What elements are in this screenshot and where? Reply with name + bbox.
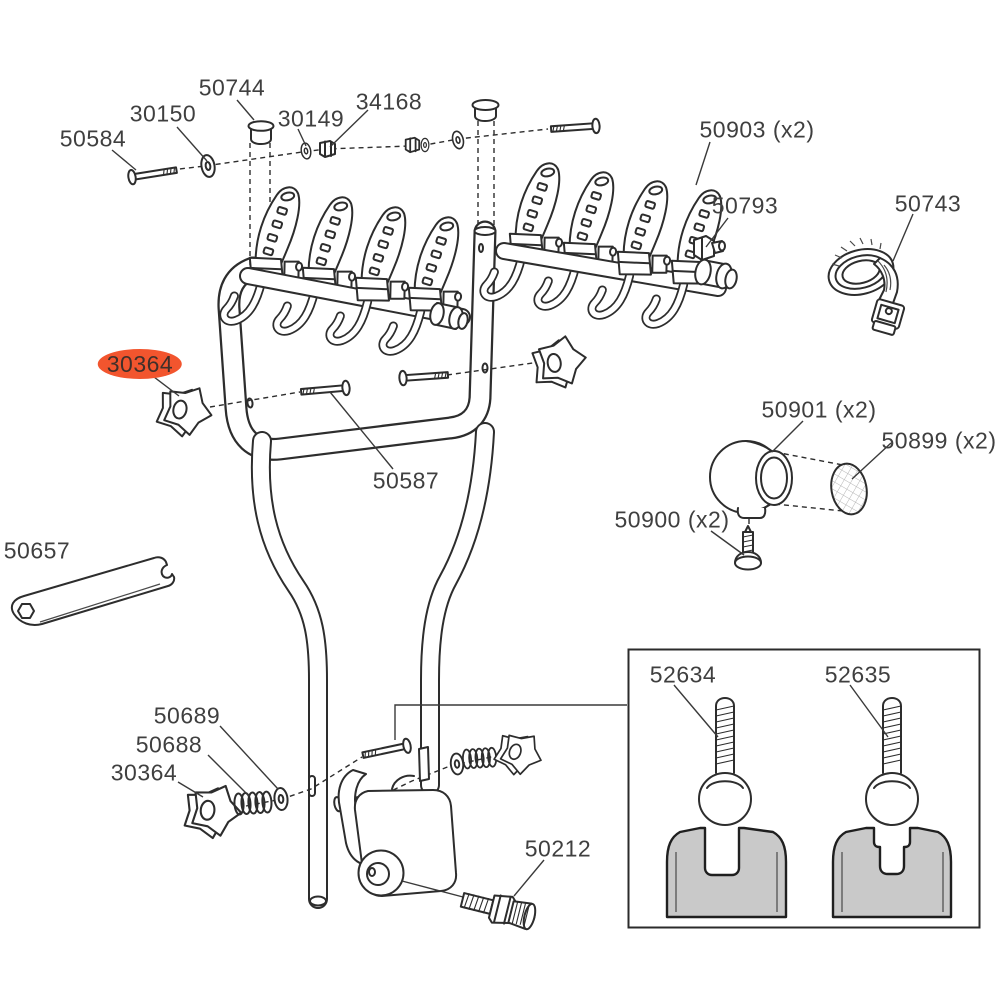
boss-to-stud-line	[401, 880, 464, 898]
part-50900-screw	[734, 525, 762, 571]
part-label-34168: 34168	[355, 88, 423, 115]
part-50689-washer	[272, 786, 290, 812]
part-50899-reflector	[830, 462, 868, 516]
lower-bolt-upper	[360, 737, 413, 764]
part-label-50743: 50743	[894, 190, 962, 217]
post-cap	[471, 99, 500, 122]
inset-label-52635: 52635	[824, 661, 892, 688]
lower-right-knob	[490, 725, 549, 783]
part-label-50587: 50587	[372, 467, 440, 494]
left-rail-end-roller	[429, 302, 469, 330]
part-label-50212: 50212	[524, 835, 592, 862]
part-30364-knob-upper	[153, 380, 218, 443]
inset-box	[394, 648, 981, 929]
inset-label-52634: 52634	[649, 661, 717, 688]
left-leg-end-cap	[309, 895, 327, 907]
part-50743-strap	[827, 237, 906, 336]
part-label-50584: 50584	[59, 125, 127, 152]
part-50793-latch	[693, 235, 726, 261]
part-30150-washer	[198, 153, 218, 179]
part-label-50901: 50901 (x2)	[761, 396, 877, 423]
part-label-30364-lower: 30364	[110, 759, 178, 786]
part-50744-cap	[247, 120, 275, 145]
part-label-50744: 50744	[198, 74, 266, 101]
part-label-50899: 50899 (x2)	[881, 427, 997, 454]
left-leg-slot	[308, 775, 316, 797]
post-top-opening	[473, 226, 497, 236]
part-label-50688: 50688	[135, 731, 203, 758]
right-rail-end-roller	[694, 258, 738, 290]
lower-right-spring	[461, 746, 498, 770]
rail-bolt	[549, 117, 602, 138]
washer	[450, 129, 466, 151]
washer	[420, 137, 430, 153]
part-label-30364-highlighted: 30364	[97, 349, 183, 379]
part-label-50657: 50657	[3, 537, 71, 564]
leader-lines	[111, 99, 914, 897]
inset-connector-line	[394, 704, 627, 740]
part-label-50903: 50903 (x2)	[699, 116, 815, 143]
strap-buckle	[870, 298, 906, 336]
nut	[404, 136, 421, 154]
part-50212-stud	[459, 892, 537, 931]
part-50584-bolt	[126, 162, 179, 186]
inset-52634-detail	[665, 697, 788, 919]
inset-52635-detail	[831, 697, 953, 919]
part-label-30149: 30149	[277, 105, 345, 132]
part-label-30150: 30150	[129, 100, 197, 127]
left-cradle-rail	[223, 181, 472, 360]
part-50657-wrench	[10, 556, 176, 626]
right-cradle-rail	[483, 157, 738, 333]
part-50901-bushing	[709, 440, 793, 519]
part-label-50689: 50689	[153, 702, 221, 729]
part-label-50900: 50900 (x2)	[614, 506, 730, 533]
part-label-50793: 50793	[711, 192, 779, 219]
right-knob	[529, 332, 591, 393]
lower-bracket-assembly	[337, 746, 458, 897]
